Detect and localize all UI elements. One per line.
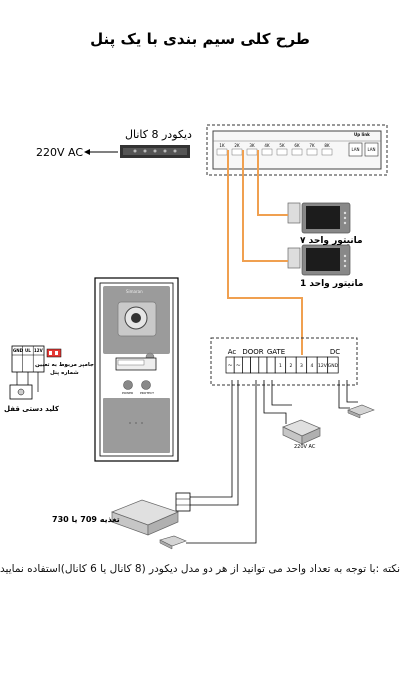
decoder-port: [276, 148, 288, 156]
terminal-cell: [327, 356, 339, 374]
orange-wires: [227, 150, 303, 355]
decoder-port-label: 7K: [309, 143, 315, 148]
decoder-label: دیکودر 8 کانال: [125, 128, 192, 141]
power-arrow-head: [84, 149, 90, 155]
decoder-port: [246, 148, 258, 156]
adapter-label: تغذیه 709 یا 730: [52, 515, 120, 524]
right-device: [347, 404, 375, 419]
decoder-port-label: 2K: [234, 143, 240, 148]
lock-terminal-12v: 12V: [34, 348, 43, 353]
decoder-lan-label: LAN: [351, 147, 359, 152]
monitor-unit-1: [287, 244, 351, 276]
note-text: نکته :با توجه به تعداد واحد می توانید از…: [0, 563, 400, 575]
panel-indicator-power: POWER: [122, 391, 134, 395]
decoder-port: [291, 148, 303, 156]
decoder-port: [216, 148, 228, 156]
outdoor-panel: [94, 277, 179, 462]
decoder-port-label: 4K: [264, 143, 270, 148]
lock-module: [175, 492, 191, 512]
terminal-cell: [266, 356, 276, 374]
decoder-uplink-header: Up link: [354, 132, 370, 137]
lock-key-label: کلید دستی قفل: [4, 405, 59, 413]
decoder-port-label: 6K: [294, 143, 300, 148]
terminal-group-label: GATE: [267, 348, 285, 356]
terminal-cell-label: 1: [279, 363, 282, 369]
decoder-power-label: 220V AC: [36, 146, 84, 159]
terminal-cell-label: ~: [228, 362, 233, 369]
panel-brand: Simaran: [126, 289, 143, 294]
terminal-group-label: DC: [330, 348, 340, 356]
decoder-port: [231, 148, 243, 156]
monitor-unit-7-label: مانیتور واحد ۷: [300, 236, 363, 246]
jumper-label-1: جامپر مربوط به تعیین: [35, 362, 94, 368]
decoder-port-label: 8K: [324, 143, 330, 148]
terminal-cell-label: 4: [311, 363, 314, 369]
lock-terminal-block: [11, 345, 45, 373]
terminal-cell: [242, 356, 251, 374]
lock-terminal-gnd: GND: [13, 348, 23, 353]
bottom-device: [159, 535, 187, 550]
terminal-cell: [250, 356, 260, 374]
panel-indicator-protect: PROTECT: [140, 391, 154, 395]
terminal-wires: [186, 380, 358, 544]
jumper-label-2: شماره پنل: [50, 370, 79, 376]
decoder-port-label: 3K: [249, 143, 255, 148]
decoder-port-label: 5K: [279, 143, 285, 148]
terminal-cell-label: 12V: [318, 363, 328, 369]
terminal-cell-label: 3: [300, 363, 303, 369]
lock-key-device: [9, 384, 33, 400]
decoder-port: [321, 148, 333, 156]
jumper: [46, 348, 62, 358]
terminal-cell: [258, 356, 268, 374]
page-title: طرح کلی سیم بندی با یک پنل: [90, 30, 310, 48]
power-supply-220v: [282, 419, 321, 445]
terminal-cell-label: ~: [236, 362, 241, 369]
terminal-group-label: DOOR: [242, 348, 263, 356]
terminal-cell-label: GND: [328, 363, 339, 369]
decoder-port-label: 1K: [219, 143, 225, 148]
terminal-group-label: Ac: [228, 348, 237, 356]
monitor-unit-7: [287, 202, 351, 234]
decoder-detail-box: [206, 124, 388, 176]
decoder-lan-label: LAN: [367, 147, 375, 152]
monitor-unit-1-label: مانیتور واحد 1: [300, 279, 364, 289]
power-adapter-709-730: [111, 499, 179, 536]
decoder-device: [120, 145, 190, 158]
decoder-port: [306, 148, 318, 156]
lock-terminal-ul: UL: [25, 348, 31, 353]
decoder-lan-port: [364, 142, 379, 157]
decoder-lan-port: [348, 142, 363, 157]
decoder-port: [261, 148, 273, 156]
terminal-cell-label: 2: [290, 363, 293, 369]
terminal-detail-box: [210, 337, 358, 386]
power-supply-label: 220V AC: [294, 444, 316, 450]
